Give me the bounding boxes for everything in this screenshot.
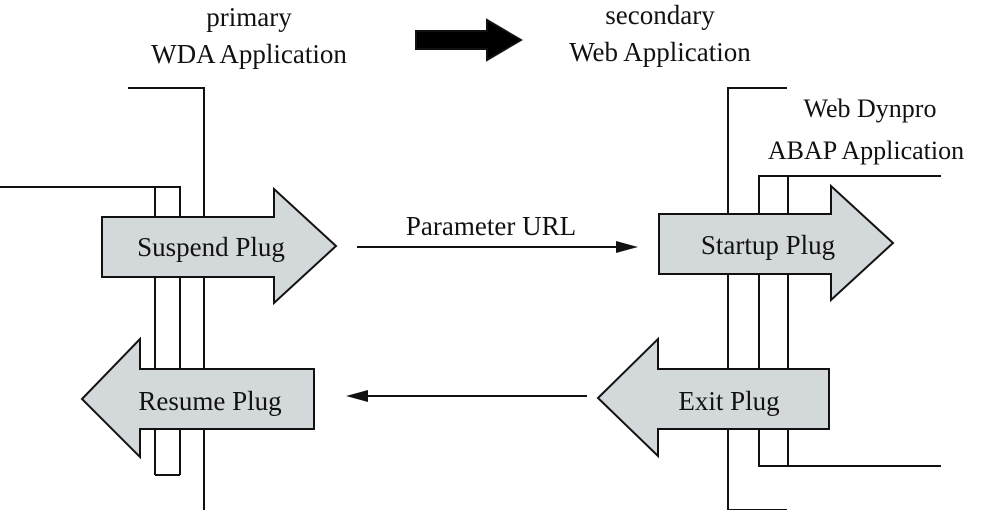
header-primary-app-text: WDA Application <box>151 39 347 69</box>
exit-plug-label: Exit Plug <box>678 386 779 416</box>
secondary-app-title-line2: ABAP Application <box>768 136 964 165</box>
primary-app-frame <box>0 87 205 510</box>
suspend-plug-arrow <box>101 186 338 306</box>
startup-plug-label: Startup Plug <box>701 230 835 260</box>
header-direction-arrow <box>415 18 523 62</box>
header-primary-text: primary <box>206 2 292 32</box>
exit-plug-arrow <box>596 336 830 459</box>
return-connector <box>346 390 587 402</box>
parameter-url-connector <box>357 241 638 253</box>
secondary-app-title-line1: Web Dynpro <box>804 94 937 123</box>
header-secondary-text: secondary <box>605 0 715 30</box>
startup-plug-arrow <box>658 183 895 303</box>
parameter-url-label: Parameter URL <box>406 211 576 241</box>
resume-plug-arrow <box>80 336 315 460</box>
suspend-plug-label: Suspend Plug <box>137 232 285 262</box>
header-secondary-app-text: Web Application <box>569 37 751 67</box>
resume-plug-label: Resume Plug <box>138 386 281 416</box>
